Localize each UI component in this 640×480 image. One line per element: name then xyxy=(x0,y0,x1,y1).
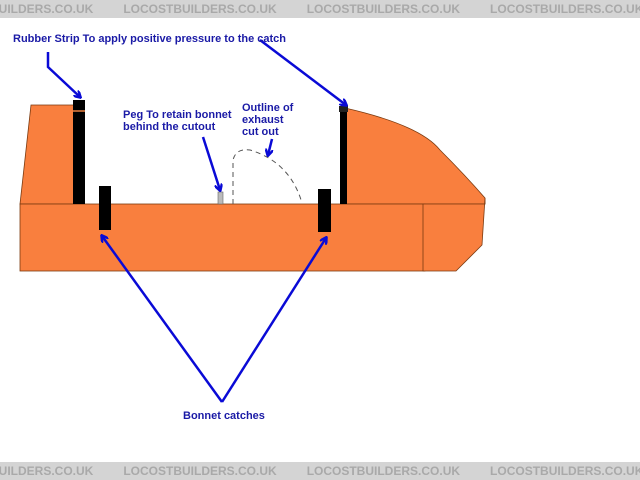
arrow-catch-right xyxy=(220,238,326,403)
arrow-catch-left xyxy=(102,236,224,403)
upper-left-body xyxy=(19,104,76,205)
label-peg-1: Peg To retain bonnet xyxy=(123,109,232,121)
rubber-strip-right-top xyxy=(339,106,348,112)
peg xyxy=(217,191,224,205)
watermark-top: LOCOSTBUILDERS.CO.UKLOCOSTBUILDERS.CO.UK… xyxy=(0,0,640,18)
bonnet-catch-right xyxy=(318,189,331,232)
front-body xyxy=(422,197,486,272)
arrow-exhaust xyxy=(268,138,272,155)
rubber-strip-right xyxy=(340,106,347,204)
label-exhaust-2: exhaust xyxy=(242,114,284,126)
arrow-rubber-strip-right xyxy=(259,39,346,105)
label-exhaust-1: Outline of xyxy=(242,102,294,114)
exhaust-cutout-outline xyxy=(232,149,303,204)
watermark-bottom: LOCOSTBUILDERS.CO.UKLOCOSTBUILDERS.CO.UK… xyxy=(0,462,640,480)
arrow-rubber-strip-left xyxy=(46,52,80,97)
label-rubber-strip: Rubber Strip To apply positive pressure … xyxy=(13,33,286,45)
bonnet-catch-left xyxy=(99,186,111,230)
upper-right-body xyxy=(344,107,486,205)
rubber-strip-left-band xyxy=(73,110,85,112)
lower-body xyxy=(19,203,426,272)
label-exhaust-3: cut out xyxy=(242,126,279,138)
label-bonnet-catches: Bonnet catches xyxy=(183,410,265,422)
arrow-peg xyxy=(201,136,220,190)
label-peg-2: behind the cutout xyxy=(123,121,216,133)
rubber-strip-left xyxy=(73,100,85,204)
